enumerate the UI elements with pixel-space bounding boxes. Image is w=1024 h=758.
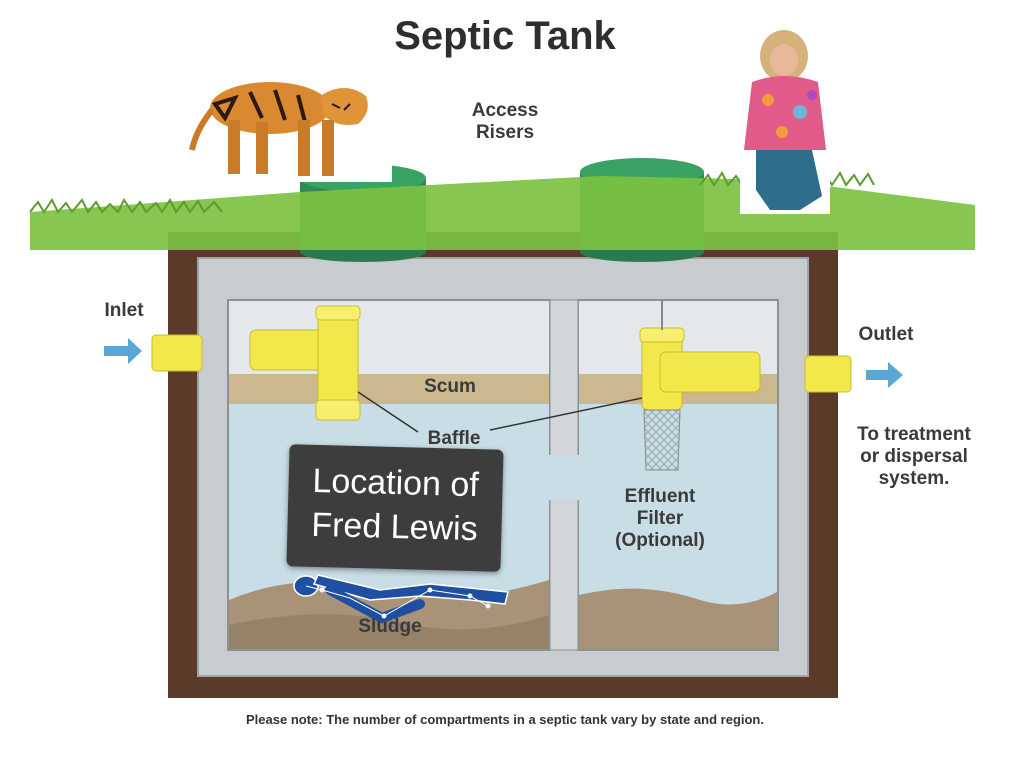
sludge-label: Sludge xyxy=(358,616,422,637)
diagram-title: Septic Tank xyxy=(394,14,616,58)
location-callout: Location of Fred Lewis xyxy=(286,444,504,572)
grass-surface xyxy=(30,176,975,250)
person-silhouette xyxy=(293,574,509,624)
inlet-label: Inlet xyxy=(104,300,144,321)
tiger-photo xyxy=(180,70,392,182)
inlet-arrow xyxy=(104,338,142,364)
footnote: Please note: The number of compartments … xyxy=(246,712,764,727)
outlet-arrow xyxy=(866,362,903,388)
outlet-pipe xyxy=(804,355,852,393)
sludge-layer-right xyxy=(579,588,777,649)
to-treatment-label: To treatment or dispersal system. xyxy=(857,424,971,489)
outlet-label: Outlet xyxy=(858,324,914,345)
scum-layer-left xyxy=(229,374,549,404)
scum-label: Scum xyxy=(424,376,476,397)
divider-passage xyxy=(548,455,580,500)
inlet-pipe xyxy=(151,334,203,372)
access-risers-label: Access Risers xyxy=(471,100,539,143)
woman-photo xyxy=(740,28,830,214)
baffle-label: Baffle xyxy=(427,428,481,449)
effluent-filter-label: Effluent Filter (Optional) xyxy=(615,486,705,551)
effluent-filter xyxy=(643,409,681,471)
outlet-tee-horizontal xyxy=(659,351,761,393)
